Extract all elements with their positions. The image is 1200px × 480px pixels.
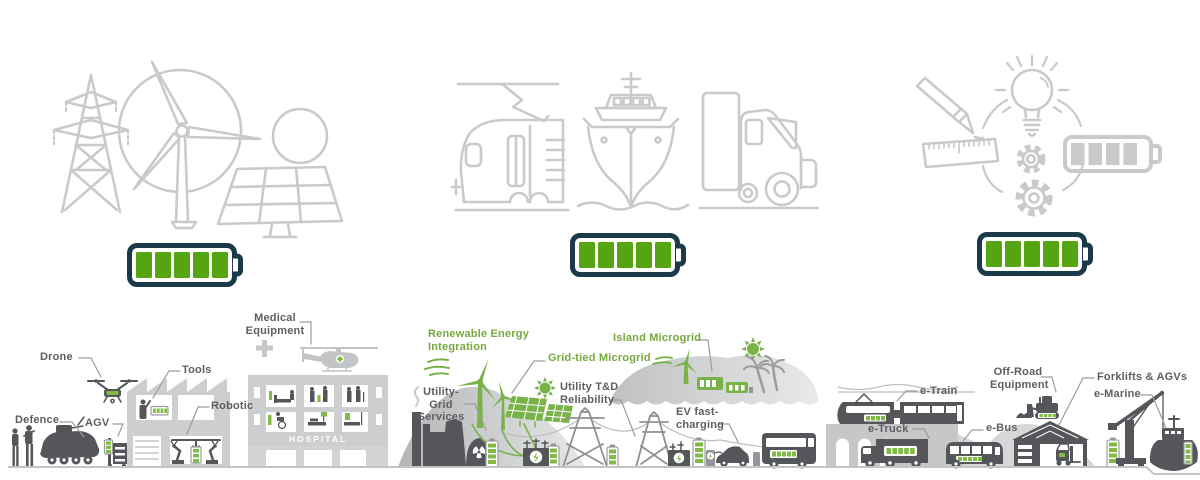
medical-pictograms	[268, 386, 365, 430]
off-road-equipment-icon	[1016, 396, 1059, 419]
label-utility-grid-services: Utility- Grid Services	[417, 386, 465, 424]
battery-cell	[655, 242, 671, 268]
battery-cell	[1043, 241, 1059, 267]
engineering-illustration	[915, 54, 1162, 217]
label-agv: AGV	[85, 417, 110, 429]
electric-train-icon	[450, 82, 570, 212]
e-train-icon	[837, 383, 975, 424]
battery-container-icon	[697, 377, 753, 393]
drone-icon	[87, 379, 138, 404]
battery-level-indicator	[977, 232, 1087, 276]
battery-cell	[174, 252, 190, 278]
hospital-building: HOSPITAL	[248, 340, 388, 467]
label-off-road-equipment: Off-Road Equipment	[990, 366, 1049, 391]
agv-icon	[103, 438, 127, 469]
label-e-train: e-Train	[920, 385, 958, 397]
pencil-icon	[915, 76, 985, 140]
label-ev-fast-charging: EV fast- charging	[676, 406, 725, 431]
e-bus-icon	[946, 442, 1003, 469]
label-grid-tied-microgrid: Grid-tied Microgrid	[548, 352, 651, 364]
crane-icon	[1108, 390, 1165, 467]
factory-building	[127, 378, 230, 467]
worker-with-tool-icon	[139, 399, 169, 419]
battery-cell	[155, 252, 171, 278]
battery-outline-icon	[1063, 135, 1162, 173]
transmission-tower-icon	[635, 411, 673, 468]
armored-vehicle-icon	[40, 416, 100, 465]
ev-charging-icon	[706, 446, 760, 467]
hospital-sign: HOSPITAL	[289, 434, 347, 444]
wind-turbine-icon	[671, 348, 697, 384]
battery-cell	[193, 252, 209, 278]
battery-cell	[598, 242, 614, 268]
sun-icon	[534, 377, 556, 399]
robotic-arms-icon	[170, 436, 222, 464]
battery-level-indicator	[570, 233, 680, 277]
ruler-icon	[921, 137, 1000, 169]
battery-cell	[1005, 241, 1021, 267]
label-forklifts-agvs: Forklifts & AGVs	[1097, 371, 1188, 383]
label-robotic: Robotic	[211, 400, 254, 412]
label-utility-td-reliability: Utility T&D Reliability	[560, 381, 619, 406]
label-renewable-energy-integration: Renewable Energy Integration	[428, 328, 530, 353]
city-bus-icon	[762, 433, 816, 469]
label-leader-lines	[59, 321, 1167, 443]
sun-icon	[741, 337, 765, 361]
cycle-arcs	[981, 98, 1085, 194]
ship-icon	[576, 71, 690, 211]
battery-cell	[636, 242, 652, 268]
label-e-bus: e-Bus	[986, 422, 1018, 434]
solar-panel-icon	[505, 396, 573, 428]
label-drone: Drone	[40, 351, 73, 363]
renewable-energy-icons	[424, 358, 573, 461]
battery-cell	[136, 252, 152, 278]
battery-cell	[1062, 241, 1078, 267]
wind-streaks-icon	[652, 356, 673, 365]
forklift-icon	[1056, 443, 1081, 466]
label-e-truck: e-Truck	[868, 423, 909, 435]
grid-renewables-illustration	[52, 60, 344, 239]
ground-line	[8, 466, 1200, 475]
label-tools: Tools	[182, 364, 212, 376]
battery-cell	[579, 242, 595, 268]
battery-cell	[986, 241, 1002, 267]
battery-cell	[212, 252, 228, 278]
label-defence: Defence	[15, 414, 60, 426]
solar-panel-icon	[216, 165, 344, 239]
gears-icon	[1015, 144, 1053, 217]
lightbulb-icon	[994, 54, 1070, 137]
transformer-icon	[523, 438, 690, 467]
island-microgrid-scene	[610, 337, 818, 405]
soldiers-icon	[12, 425, 35, 466]
transmission-tower-icon	[52, 73, 130, 214]
label-e-marine: e-Marine	[1094, 388, 1141, 400]
helicopter-icon	[300, 347, 378, 372]
warehouse-forklift-icon	[1012, 421, 1089, 467]
truck-icon	[698, 91, 820, 210]
applications-cityscape: HOSPITAL	[8, 321, 1200, 475]
label-island-microgrid: Island Microgrid	[613, 332, 702, 344]
wind-turbine-icon	[117, 60, 262, 230]
e-truck-icon	[861, 439, 928, 468]
transportation-illustration	[450, 71, 820, 212]
battery-cell	[617, 242, 633, 268]
transmission-tower-icon	[562, 407, 608, 468]
e-marine-ship-icon	[1149, 415, 1198, 471]
palm-trees-icon	[743, 355, 785, 394]
battery-cell	[1024, 241, 1040, 267]
battery-level-indicator	[127, 243, 237, 287]
sun-icon	[271, 107, 329, 165]
label-medical-equipment: Medical Equipment	[245, 312, 305, 337]
